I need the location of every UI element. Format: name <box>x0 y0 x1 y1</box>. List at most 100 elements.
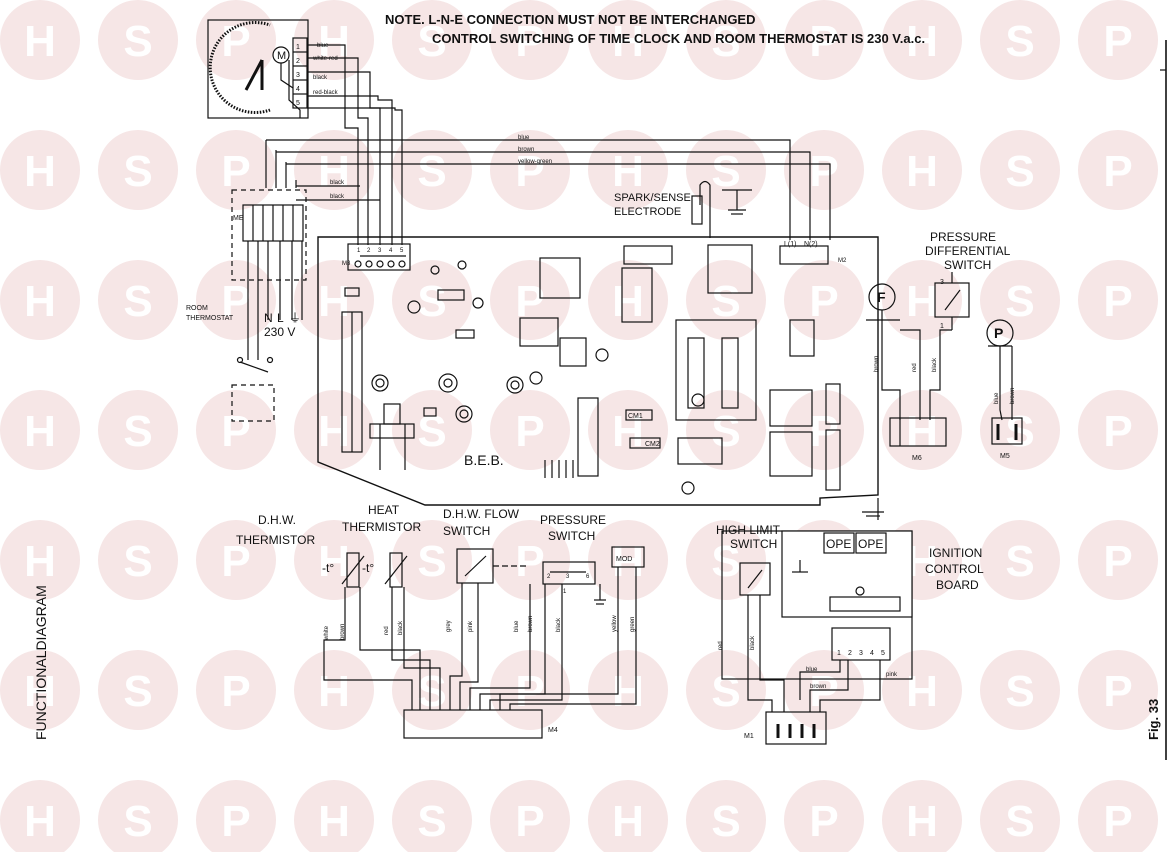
fan-wire-brown: brown <box>874 356 880 372</box>
watermark-letter: P <box>515 797 544 846</box>
watermark-circle <box>490 390 570 470</box>
pressure-switch-pin-6: 6 <box>586 574 590 580</box>
watermark-letter: S <box>1005 17 1034 66</box>
watermark-letter: P <box>809 17 838 66</box>
m3-tag: M3 <box>342 261 351 267</box>
watermark-letter: H <box>24 797 56 846</box>
watermark-circle <box>0 650 80 730</box>
timeclock-box <box>207 19 309 119</box>
watermark-circle <box>196 780 276 857</box>
watermark-circle <box>490 780 570 857</box>
board-cm1: CM1 <box>628 413 643 420</box>
watermark-letter: S <box>417 797 446 846</box>
watermark-letter: H <box>906 277 938 326</box>
watermark-circle <box>490 130 570 210</box>
watermark-circle <box>294 650 374 730</box>
watermark-circle <box>490 260 570 340</box>
watermark-circle <box>1078 520 1158 600</box>
watermark-letter: P <box>515 537 544 586</box>
pump-connector-m5: M5 <box>1000 453 1010 460</box>
watermark-circle <box>1078 780 1158 857</box>
ignition-label-2: CONTROL <box>925 562 984 576</box>
high-limit-label-2: SWITCH <box>730 537 777 551</box>
dhw-flow-label-2: SWITCH <box>443 524 490 538</box>
clock-wire-black: black <box>313 75 328 81</box>
fan-icon: F <box>877 289 886 305</box>
m3-pin-3: 3 <box>378 248 382 254</box>
watermark-circle <box>196 260 276 340</box>
heat-thermistor-label-2: THERMISTOR <box>342 520 421 534</box>
ignition-pin-2: 2 <box>848 650 852 657</box>
watermark-letter: S <box>711 667 740 716</box>
watermark-circle <box>98 260 178 340</box>
watermark-letter: H <box>24 537 56 586</box>
watermark-circle <box>588 130 668 210</box>
watermark-letter: S <box>417 147 446 196</box>
watermark-circle <box>686 390 766 470</box>
ignition-pin-5: 5 <box>881 650 885 657</box>
watermark-letter: S <box>711 537 740 586</box>
watermark-circle <box>392 520 472 600</box>
watermark-letter: H <box>318 277 350 326</box>
watermark-circle <box>588 0 668 80</box>
watermark-letter: H <box>612 667 644 716</box>
watermark-circle <box>882 390 962 470</box>
room-thermostat-pin-n: N <box>264 311 273 325</box>
watermark-circle <box>98 650 178 730</box>
watermark-circle <box>392 260 472 340</box>
watermark-circle <box>196 130 276 210</box>
watermark-circle <box>980 0 1060 80</box>
bus-wire-black-1: black <box>330 180 345 186</box>
watermark-letter: S <box>1005 667 1034 716</box>
watermark-letter: H <box>318 667 350 716</box>
watermark-circle <box>882 130 962 210</box>
watermark-circle <box>784 0 864 80</box>
m1-connector <box>765 711 827 745</box>
heat-thermistor-wire-red: red <box>384 626 390 635</box>
watermark-letter: P <box>1103 797 1132 846</box>
watermark-circle <box>784 130 864 210</box>
m4-connector <box>403 709 543 739</box>
watermark-letter: S <box>1005 407 1034 456</box>
watermark-letter: P <box>221 537 250 586</box>
watermark-circle <box>686 650 766 730</box>
watermark-circle <box>686 780 766 857</box>
watermark-letter: P <box>1103 147 1132 196</box>
pressure-switch-wire-black: black <box>556 617 562 632</box>
supply-voltage-label: 230 V <box>264 325 295 339</box>
ignition-connector-m1: M1 <box>744 733 754 740</box>
watermark-letter: H <box>24 147 56 196</box>
heat-thermistor-wire-black: black <box>398 620 404 635</box>
watermark-letter: H <box>906 667 938 716</box>
watermark-letter: P <box>221 17 250 66</box>
m3-pin-5: 5 <box>400 248 404 254</box>
watermark-circle <box>1078 130 1158 210</box>
dhw-flow-label-1: D.H.W. FLOW <box>443 507 520 521</box>
watermark-circle <box>98 520 178 600</box>
m3-pin-2: 2 <box>367 248 371 254</box>
watermark-circle <box>294 260 374 340</box>
heat-thermistor-label-1: HEAT <box>368 503 400 517</box>
watermark-letter: S <box>123 537 152 586</box>
room-thermostat-pin-earth: ⏚ <box>289 311 301 325</box>
diagram-linework <box>207 19 1167 760</box>
watermark-circle <box>588 520 668 600</box>
watermark-letter: P <box>515 17 544 66</box>
side-title: FUNCTIONALDIAGRAM <box>33 585 49 740</box>
watermark-circle <box>294 780 374 857</box>
beb-board-outline <box>317 236 879 506</box>
watermark-circle <box>392 0 472 80</box>
watermark-circle <box>392 130 472 210</box>
watermark-circle <box>882 650 962 730</box>
watermark-circle <box>1078 260 1158 340</box>
watermark-circle <box>0 520 80 600</box>
figure-label: Fig. 33 <box>1146 699 1161 740</box>
watermark-letter: P <box>1103 407 1132 456</box>
watermark-circle <box>784 390 864 470</box>
watermark-letter: S <box>123 407 152 456</box>
watermark-circle <box>0 780 80 857</box>
dhw-flow-wire-grey: grey <box>446 620 452 632</box>
bus-wire-black-2: black <box>330 194 345 200</box>
